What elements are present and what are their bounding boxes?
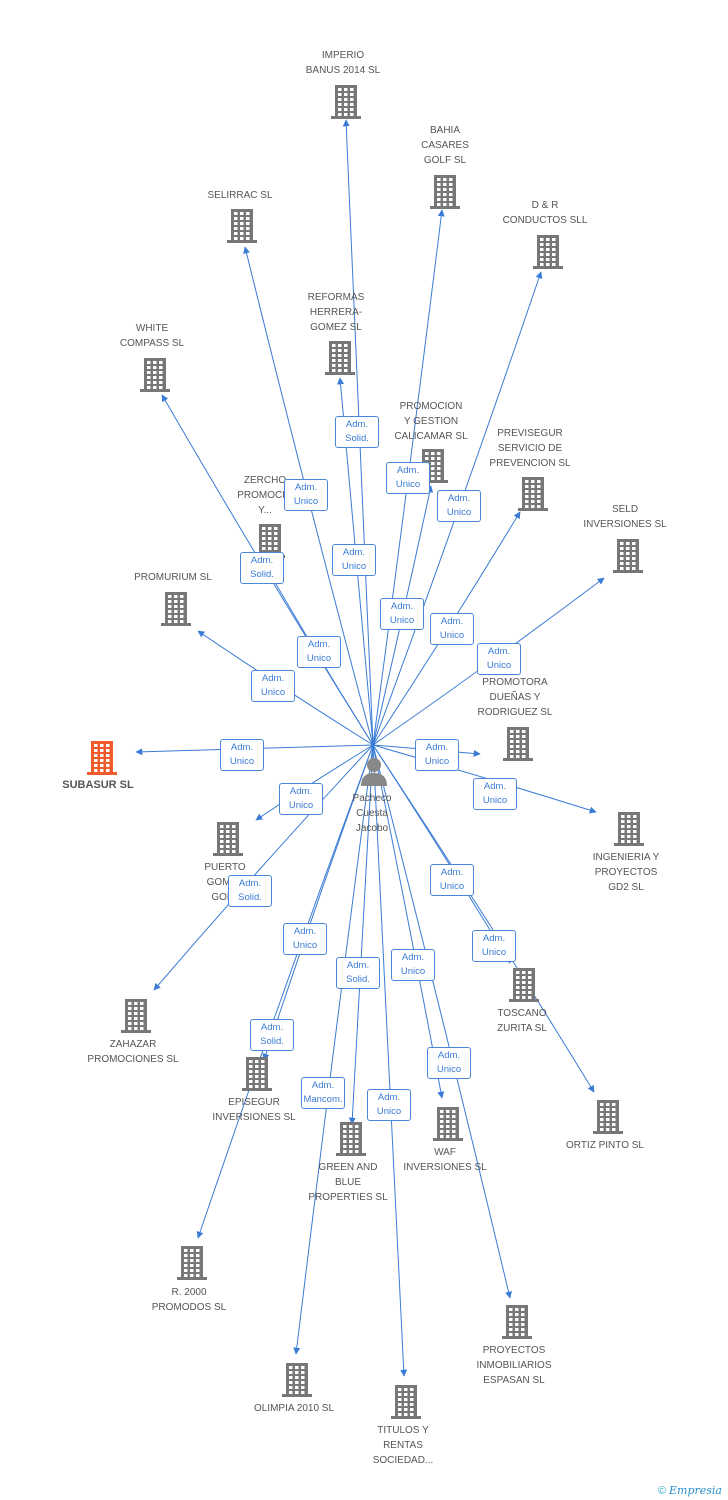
edge-puerto <box>255 744 374 821</box>
role-badge-imperio: Adm. Unico <box>332 544 376 576</box>
company-label-waf[interactable]: WAF INVERSIONES SL <box>403 1147 487 1173</box>
role-badge-reformas: Adm. Solid. <box>335 416 379 448</box>
building-icon-imperio[interactable] <box>331 85 361 124</box>
building-icon-promurium[interactable] <box>161 592 191 631</box>
edge-green <box>348 744 374 1125</box>
company-label-proyectos[interactable]: PROYECTOS INMOBILIARIOS ESPASAN SL <box>476 1345 552 1386</box>
building-icon-olimpia[interactable] <box>282 1363 312 1402</box>
company-label-puerto[interactable]: PUERTO GOMEZ GOLF <box>204 862 246 903</box>
company-label-green[interactable]: GREEN AND BLUE PROPERTIES SL <box>308 1162 388 1203</box>
company-label-toscano[interactable]: TOSCANO ZURITA SL <box>497 1008 547 1034</box>
role-badge-zahazar: Adm. Solid. <box>228 875 272 907</box>
building-icon-bahia[interactable] <box>430 175 460 214</box>
building-icon-episegur[interactable] <box>242 1057 272 1096</box>
footer: © Empresia <box>658 1484 722 1497</box>
company-label-subasur[interactable]: SUBASUR SL <box>62 779 134 791</box>
company-label-ingenieria[interactable]: INGENIERIA Y PROYECTOS GD2 SL <box>592 852 660 893</box>
building-icon-ortiz[interactable] <box>593 1100 623 1139</box>
role-badge-green: Adm. Solid. <box>336 957 380 989</box>
edge-titulos <box>372 744 408 1377</box>
company-label-zercho[interactable]: ZERCHO PROMOCIO Y... <box>237 475 293 516</box>
role-badge-waf: Adm. Unico <box>391 949 435 981</box>
building-icon-titulos[interactable] <box>391 1385 421 1424</box>
copyright-symbol: © <box>657 1485 666 1497</box>
building-icon-ingenieria[interactable] <box>614 812 644 851</box>
building-icon-reformas[interactable] <box>325 341 355 380</box>
role-badge-puerto: Adm. Unico <box>279 783 323 815</box>
company-label-promotora[interactable]: PROMOTORA DUEÑAS Y RODRIGUEZ SL <box>477 677 553 718</box>
edge-proyectos <box>372 744 512 1299</box>
person-icon[interactable] <box>359 756 389 791</box>
edge-ortiz <box>372 744 595 1093</box>
building-icon-toscano[interactable] <box>509 968 539 1007</box>
building-icon-waf[interactable] <box>433 1107 463 1146</box>
role-badge-seld: Adm. Unico <box>477 643 521 675</box>
role-badge-olimpia: Adm. Mancom. <box>301 1077 345 1109</box>
company-label-olimpia[interactable]: OLIMPIA 2010 SL <box>253 1403 335 1414</box>
role-badge-dr: Adm. Unico <box>430 613 474 645</box>
building-icon-green[interactable] <box>336 1122 366 1161</box>
edge-olimpia <box>293 744 374 1355</box>
building-icon-puerto[interactable] <box>213 822 243 861</box>
building-icon-proyectos[interactable] <box>502 1305 532 1344</box>
company-label-imperio[interactable]: IMPERIO BANUS 2014 SL <box>305 50 381 76</box>
building-icon-dr[interactable] <box>533 235 563 274</box>
company-label-promurium[interactable]: PROMURIUM SL <box>134 572 212 583</box>
building-icon-promotora[interactable] <box>503 727 533 766</box>
company-label-bahia[interactable]: BAHIA CASARES GOLF SL <box>421 125 469 166</box>
role-badge-titulos: Adm. Unico <box>367 1089 411 1121</box>
company-label-reformas[interactable]: REFORMAS HERRERA- GOMEZ SL <box>307 292 365 333</box>
building-icon-white[interactable] <box>140 358 170 397</box>
brand-logo[interactable]: Empresia <box>669 1484 722 1497</box>
role-badge-bahia: Adm. Unico <box>380 598 424 630</box>
company-label-dr[interactable]: D & R CONDUCTOS SLL <box>502 200 588 226</box>
company-label-selirrac[interactable]: SELIRRAC SL <box>207 190 273 201</box>
company-label-previsegur[interactable]: PREVISEGUR SERVICIO DE PREVENCION SL <box>489 428 571 469</box>
role-badge-previsegur: Adm. Unico <box>437 490 481 522</box>
role-badge-toscano: Adm. Unico <box>430 864 474 896</box>
building-icon-zahazar[interactable] <box>121 999 151 1038</box>
role-badge-r2000: Adm. Unico <box>283 923 327 955</box>
building-icon-r2000[interactable] <box>177 1246 207 1285</box>
role-badge-promurium: Adm. Unico <box>251 670 295 702</box>
building-icon-subasur[interactable] <box>87 741 117 780</box>
company-label-white[interactable]: WHITE COMPASS SL <box>119 323 185 349</box>
role-badge-promotora: Adm. Unico <box>415 739 459 771</box>
role-badge-subasur: Adm. Unico <box>220 739 264 771</box>
role-badge-ortiz: Adm. Unico <box>472 930 516 962</box>
role-badge-ingenieria: Adm. Unico <box>473 778 517 810</box>
building-icon-seld[interactable] <box>613 539 643 578</box>
company-label-seld[interactable]: SELD INVERSIONES SL <box>583 504 667 530</box>
company-label-episegur[interactable]: EPISEGUR INVERSIONES SL <box>212 1097 296 1123</box>
building-icon-previsegur[interactable] <box>518 477 548 516</box>
edge-r2000 <box>196 744 374 1239</box>
building-icon-selirrac[interactable] <box>227 209 257 248</box>
company-label-titulos[interactable]: TITULOS Y RENTAS SOCIEDAD... <box>372 1425 434 1466</box>
role-badge-zercho: Adm. Unico <box>284 479 328 511</box>
edge-zahazar <box>153 744 374 991</box>
center-person-name[interactable]: Pacheco Cuesta Jacobo <box>352 793 392 834</box>
role-badge-proyectos: Adm. Unico <box>427 1047 471 1079</box>
company-label-ortiz[interactable]: ORTIZ PINTO SL <box>566 1140 644 1151</box>
company-label-zahazar[interactable]: ZAHAZAR PROMOCIONES SL <box>87 1039 179 1065</box>
company-label-r2000[interactable]: R. 2000 PROMODOS SL <box>151 1287 227 1313</box>
role-badge-white: Adm. Solid. <box>240 552 284 584</box>
role-badge-episegur: Adm. Solid. <box>250 1019 294 1051</box>
role-badge-promocion: Adm. Unico <box>386 462 430 494</box>
role-badge-selirrac: Adm. Unico <box>297 636 341 668</box>
company-label-promocion[interactable]: PROMOCION Y GESTION CALICAMAR SL <box>394 401 468 442</box>
